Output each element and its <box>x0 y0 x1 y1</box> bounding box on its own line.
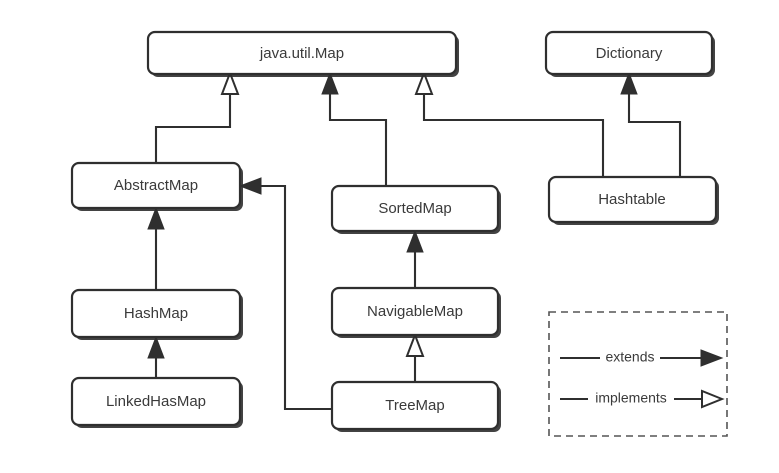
filled-arrow-icon <box>147 206 165 230</box>
node-label: AbstractMap <box>114 177 198 194</box>
edge-sortedmap-extends-map <box>321 71 388 186</box>
edge-linkedhashmap-extends-hashmap <box>147 335 165 378</box>
edge-abstractmap-implements-map <box>154 70 240 163</box>
legend-frame <box>548 311 728 437</box>
node-layer: java.util.Map Dictionary AbstractMap Sor… <box>70 30 719 432</box>
node-navigablemap[interactable]: NavigableMap <box>330 286 501 338</box>
node-treemap[interactable]: TreeMap <box>330 380 501 432</box>
node-label: java.util.Map <box>259 45 344 62</box>
hollow-arrow-icon <box>701 389 725 409</box>
legend: extends implements <box>548 311 728 437</box>
hollow-arrow-icon <box>405 332 425 357</box>
filled-arrow-icon <box>620 71 638 95</box>
legend-label: implements <box>595 390 667 406</box>
filled-arrow-icon <box>406 229 424 253</box>
node-java-util-map[interactable]: java.util.Map <box>146 30 459 77</box>
node-label: SortedMap <box>378 200 451 217</box>
filled-arrow-icon <box>700 349 724 367</box>
node-label: Dictionary <box>596 45 663 62</box>
hollow-arrow-icon <box>220 70 240 95</box>
node-label: Hashtable <box>598 191 666 208</box>
edge-treemap-extends-abstractmap <box>238 177 332 411</box>
node-label: LinkedHasMap <box>106 393 206 410</box>
node-label: HashMap <box>124 305 188 322</box>
node-abstractmap[interactable]: AbstractMap <box>70 161 243 211</box>
node-label: NavigableMap <box>367 303 463 320</box>
node-hashmap[interactable]: HashMap <box>70 288 243 340</box>
edge-treemap-implements-navigablemap <box>405 332 425 382</box>
node-label: TreeMap <box>385 397 444 414</box>
node-dictionary[interactable]: Dictionary <box>544 30 715 77</box>
filled-arrow-icon <box>147 335 165 359</box>
legend-item-implements: implements <box>560 389 725 409</box>
node-linkedhashmap[interactable]: LinkedHasMap <box>70 376 243 428</box>
edge-hashtable-extends-dictionary <box>620 71 682 177</box>
node-sortedmap[interactable]: SortedMap <box>330 184 501 234</box>
hollow-arrow-icon <box>414 70 434 95</box>
edge-layer: java.util.Map (up from AbstractMap top, … <box>147 70 682 411</box>
legend-item-extends: extends <box>560 349 724 367</box>
filled-arrow-icon <box>238 177 262 195</box>
edge-navigablemap-extends-sortedmap <box>406 229 424 288</box>
node-hashtable[interactable]: Hashtable <box>547 175 719 225</box>
edge-hashmap-extends-abstractmap <box>147 206 165 290</box>
filled-arrow-icon <box>321 71 339 95</box>
edge-hashtable-implements-map <box>414 70 605 177</box>
legend-label: extends <box>605 349 654 365</box>
